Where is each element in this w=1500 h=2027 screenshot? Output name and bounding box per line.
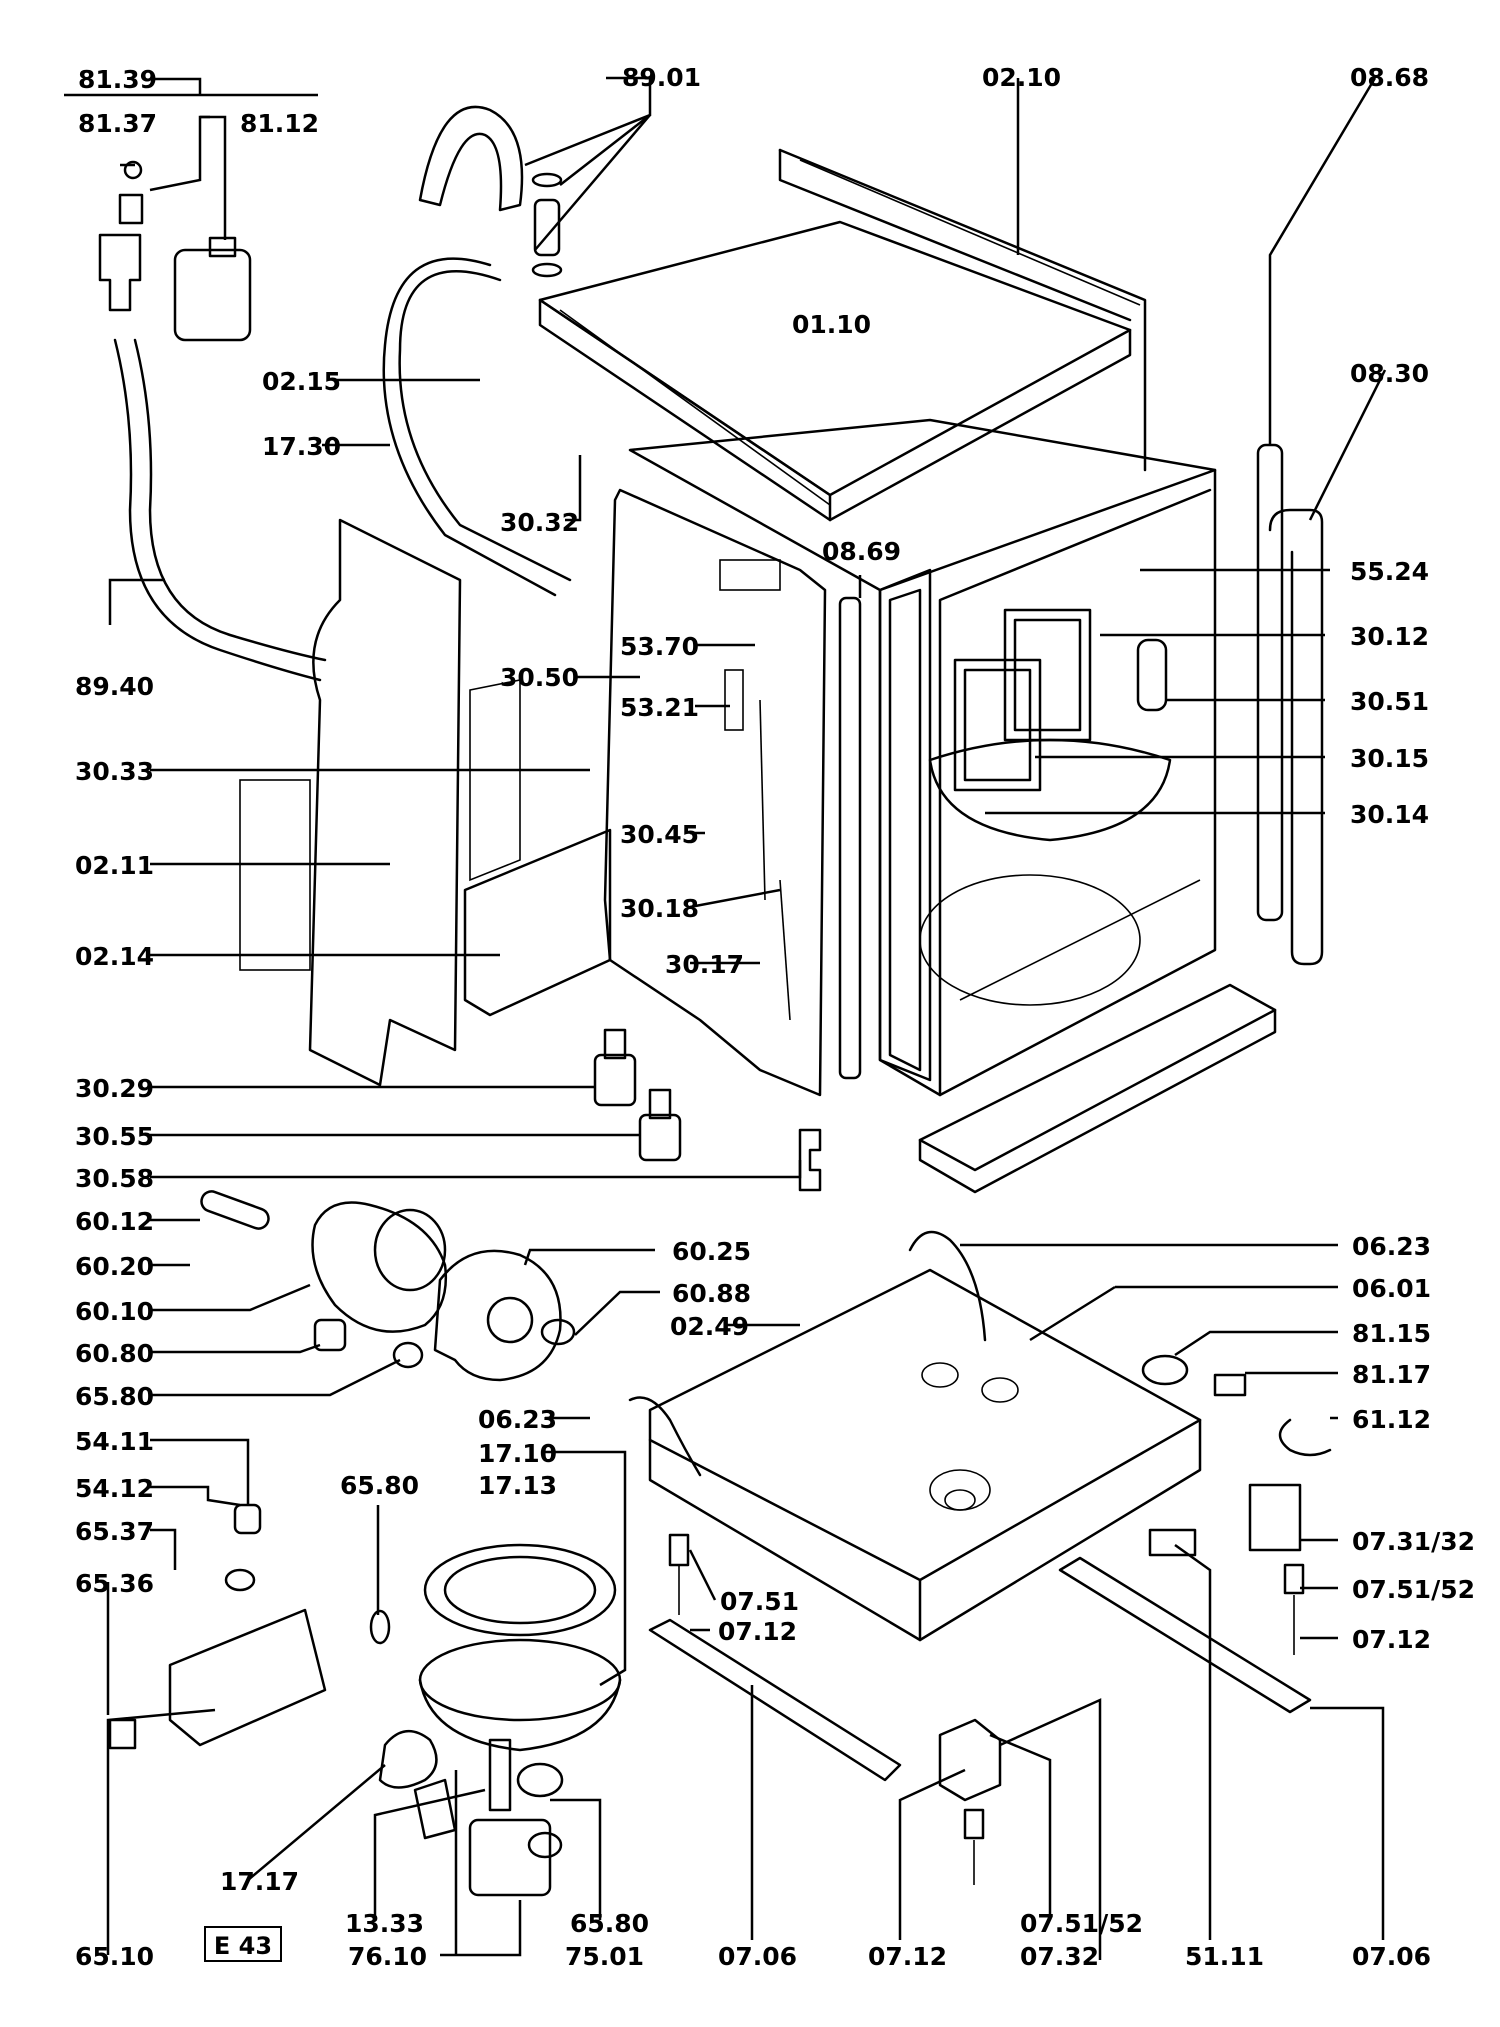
label-60-10: 60.10 xyxy=(75,1297,154,1326)
door-gasket-right xyxy=(1256,443,1324,966)
label-76-10: 76.10 xyxy=(348,1942,427,1971)
label-30-33: 30.33 xyxy=(75,757,154,786)
cabinet-top-panel xyxy=(538,220,1132,522)
label-07-31-32: 07.31/32 xyxy=(1352,1527,1475,1556)
drain-hose-89-40 xyxy=(113,338,327,682)
label-02-11: 02.11 xyxy=(75,851,154,880)
label-30-17: 30.17 xyxy=(665,950,744,979)
label-54-11: 54.11 xyxy=(75,1427,154,1456)
label-07-12-b: 07.12 xyxy=(1352,1625,1431,1654)
label-81-12: 81.12 xyxy=(240,109,319,138)
label-60-25: 60.25 xyxy=(672,1237,751,1266)
motor-75-01 xyxy=(413,1778,552,1897)
label-30-15: 30.15 xyxy=(1350,744,1429,773)
label-13-33: 13.33 xyxy=(345,1909,424,1938)
label-02-49: 02.49 xyxy=(670,1312,749,1341)
label-02-15: 02.15 xyxy=(262,367,341,396)
label-30-14: 30.14 xyxy=(1350,800,1429,829)
water-inlet-assembly xyxy=(98,160,252,342)
clip-30-58 xyxy=(798,1128,822,1192)
label-17-30: 17.30 xyxy=(262,432,341,461)
label-65-80-c: 65.80 xyxy=(570,1909,649,1938)
detergent-dispenser xyxy=(953,608,1168,792)
valve-30-29 xyxy=(593,1028,637,1107)
label-30-12: 30.12 xyxy=(1350,622,1429,651)
label-30-51: 30.51 xyxy=(1350,687,1429,716)
label-08-68: 08.68 xyxy=(1350,63,1429,92)
label-30-45: 30.45 xyxy=(620,820,699,849)
label-17-13: 17.13 xyxy=(478,1471,557,1500)
label-53-70: 53.70 xyxy=(620,632,699,661)
label-17-17: 17.17 xyxy=(220,1867,299,1896)
label-60-88: 60.88 xyxy=(672,1279,751,1308)
hose-17-30 xyxy=(382,257,572,597)
pump-60-25 xyxy=(392,1249,576,1382)
outer-side-panel-02-11 xyxy=(239,518,521,1087)
heater-60-12 xyxy=(200,1190,270,1230)
label-54-12: 54.12 xyxy=(75,1474,154,1503)
label-89-01: 89.01 xyxy=(622,63,701,92)
label-30-58: 30.58 xyxy=(75,1164,154,1193)
label-07-51: 07.51 xyxy=(720,1587,799,1616)
label-07-51-52-a: 07.51/52 xyxy=(1352,1575,1475,1604)
label-81-17: 81.17 xyxy=(1352,1360,1431,1389)
label-02-10: 02.10 xyxy=(982,63,1061,92)
label-02-14: 02.14 xyxy=(75,942,154,971)
label-89-40: 89.40 xyxy=(75,672,154,701)
label-06-23-b: 06.23 xyxy=(478,1405,557,1434)
callout-labels: 81.39 81.37 81.12 89.01 02.10 08.68 01.1… xyxy=(75,63,1475,1971)
label-81-15: 81.15 xyxy=(1352,1319,1431,1348)
label-06-23: 06.23 xyxy=(1352,1232,1431,1261)
diagram-code-box: E 43 xyxy=(204,1926,282,1962)
label-07-32: 07.32 xyxy=(1020,1942,1099,1971)
label-75-01: 75.01 xyxy=(565,1942,644,1971)
base-frame-06-01 xyxy=(628,1230,1202,1642)
tub-front-frame xyxy=(878,568,932,1082)
label-08-69: 08.69 xyxy=(822,537,901,566)
label-65-10: 65.10 xyxy=(75,1942,154,1971)
label-07-12-a: 07.12 xyxy=(718,1617,797,1646)
sump-housing-60-10 xyxy=(311,1201,447,1352)
label-65-36: 65.36 xyxy=(75,1569,154,1598)
label-07-51-52-b: 07.51/52 xyxy=(1020,1909,1143,1938)
label-60-12: 60.12 xyxy=(75,1207,154,1236)
label-53-21: 53.21 xyxy=(620,693,699,722)
label-65-37: 65.37 xyxy=(75,1517,154,1546)
spray-arm-assembly-17-10 xyxy=(418,1543,622,1859)
label-30-55: 30.55 xyxy=(75,1122,154,1151)
label-07-12-c: 07.12 xyxy=(868,1942,947,1971)
label-07-06-a: 07.06 xyxy=(718,1942,797,1971)
label-51-11: 51.11 xyxy=(1185,1942,1264,1971)
gasket-strip-08-69 xyxy=(838,596,862,1080)
small-parts-right xyxy=(1141,1354,1332,1557)
cabinet-rear-frame xyxy=(778,148,1147,472)
label-08-30: 08.30 xyxy=(1350,359,1429,388)
label-65-80-a: 65.80 xyxy=(75,1382,154,1411)
label-65-80-b: 65.80 xyxy=(340,1471,419,1500)
base-plate-02-14 xyxy=(463,828,612,1017)
hose-bend-89-01 xyxy=(418,105,563,278)
label-81-37: 81.37 xyxy=(78,109,157,138)
label-60-20: 60.20 xyxy=(75,1252,154,1281)
feet-and-rails xyxy=(648,1533,1312,1885)
label-55-24: 55.24 xyxy=(1350,557,1429,586)
label-30-18: 30.18 xyxy=(620,894,699,923)
label-61-12: 61.12 xyxy=(1352,1405,1431,1434)
label-01-10: 01.10 xyxy=(792,310,871,339)
label-60-80: 60.80 xyxy=(75,1339,154,1368)
label-81-39: 81.39 xyxy=(78,65,157,94)
label-30-29: 30.29 xyxy=(75,1074,154,1103)
label-30-50: 30.50 xyxy=(500,663,579,692)
label-17-10: 17.10 xyxy=(478,1439,557,1468)
label-07-06-b: 07.06 xyxy=(1352,1942,1431,1971)
label-30-32: 30.32 xyxy=(500,508,579,537)
valve-30-55 xyxy=(638,1088,682,1162)
side-panel-30-50 xyxy=(603,488,827,1097)
leader-lines xyxy=(64,76,1387,1960)
label-06-01: 06.01 xyxy=(1352,1274,1431,1303)
front-bottom-rail xyxy=(918,983,1277,1194)
heater-block-65-10 xyxy=(108,1503,438,1789)
